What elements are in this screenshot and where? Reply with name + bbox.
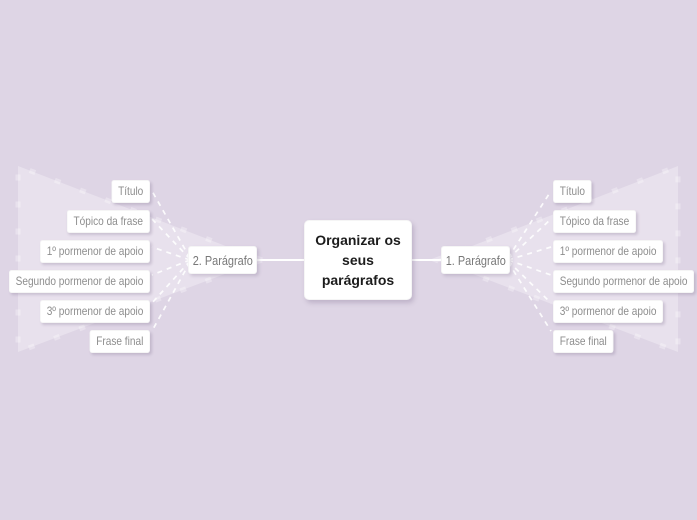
subtopic-connector <box>151 261 191 332</box>
subtopic-node-left-1[interactable]: Título <box>111 180 150 203</box>
subtopic-connector <box>151 246 191 261</box>
subtopic-node-left-6[interactable]: Frase final <box>89 330 150 353</box>
subtopic-node-left-3[interactable]: 1º pormenor de apoio <box>39 240 150 263</box>
subtopic-connector <box>507 259 552 276</box>
branch-label: 2. Parágrafo <box>192 252 253 268</box>
subtopic-node-left-4[interactable]: Segundo pormenor de apoio <box>8 270 150 293</box>
subtopic-node-right-5[interactable]: 3º pormenor de apoio <box>553 300 664 323</box>
branch-node-paragraph-1[interactable]: 1. Parágrafo <box>441 246 510 274</box>
subtopic-connector <box>507 190 552 259</box>
subtopic-node-right-1[interactable]: Título <box>553 180 592 203</box>
branch-label: 1. Parágrafo <box>445 252 506 268</box>
subtopic-connector <box>507 261 552 332</box>
subtopic-node-right-3[interactable]: 1º pormenor de apoio <box>553 240 664 263</box>
subtopic-connector <box>151 259 191 276</box>
central-topic-label: Organizar os seus parágrafos <box>315 231 401 289</box>
branch-node-paragraph-2[interactable]: 2. Parágrafo <box>188 246 257 274</box>
central-topic-node[interactable]: Organizar os seus parágrafos <box>304 220 412 300</box>
subtopic-node-left-2[interactable]: Tópico da frase <box>67 210 150 233</box>
subtopic-connector <box>507 260 552 304</box>
subtopic-node-right-4[interactable]: Segundo pormenor de apoio <box>553 270 695 293</box>
subtopic-node-right-6[interactable]: Frase final <box>553 330 614 353</box>
subtopic-connector <box>507 246 552 261</box>
subtopic-connector <box>151 190 191 259</box>
subtopic-node-right-2[interactable]: Tópico da frase <box>553 210 636 233</box>
subtopic-node-left-5[interactable]: 3º pormenor de apoio <box>39 300 150 323</box>
